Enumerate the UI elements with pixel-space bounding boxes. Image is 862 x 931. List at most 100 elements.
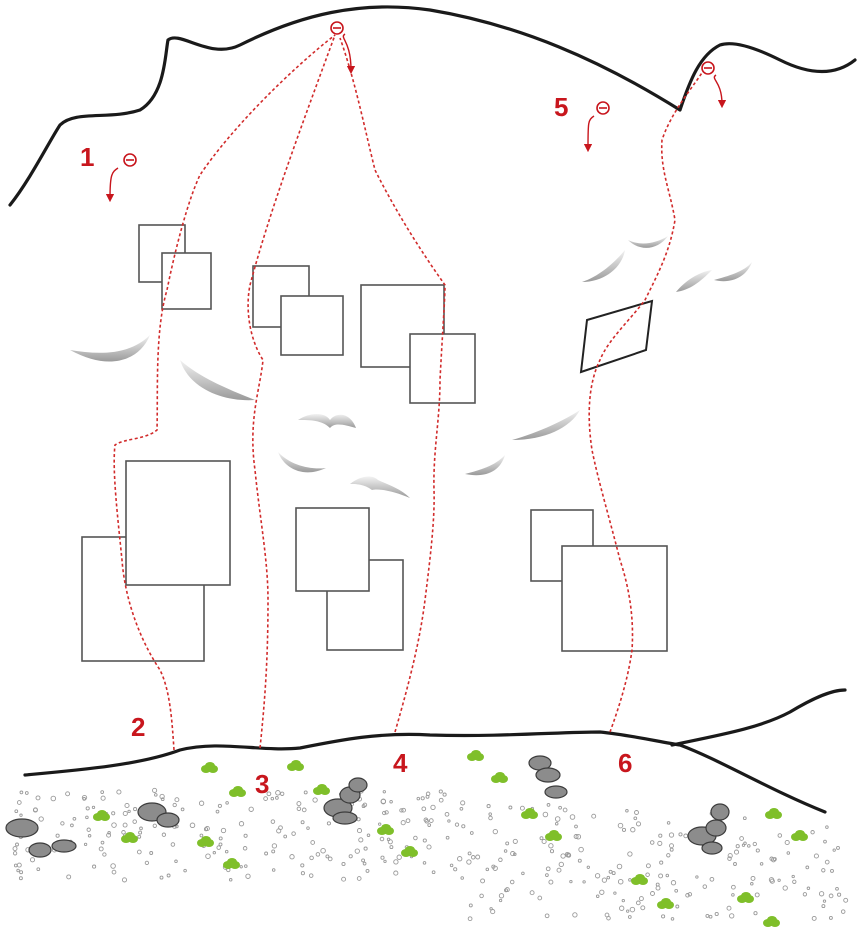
gravel-dot [619,905,625,911]
gravel-dot [60,821,65,826]
gravel-dot [770,857,777,863]
gravel-dot [438,789,443,794]
gravel-dot [243,833,248,838]
gravel-dot [606,875,611,880]
ledge [676,270,712,292]
gravel-dot [658,873,664,879]
gravel-dot [401,807,406,813]
shrub-icon [467,750,484,761]
gravel-dot [777,833,783,838]
route-number-2: 2 [131,712,145,742]
ground-branch-outline [670,688,847,747]
gravel-dot [508,805,513,810]
gravel-dot [102,852,107,857]
gravel-dot [657,840,663,846]
gravel-dot [750,882,754,886]
gravel-dot [183,868,187,873]
gravel-dot [283,834,288,839]
gravel-dot [303,790,308,795]
gravel-dot [546,803,551,807]
gravel-dot [124,802,130,809]
gravel-dot [498,893,505,899]
gravel-dot [203,827,209,832]
gravel-dot [823,839,827,844]
gravel-dot [726,905,732,911]
gravel-dot [824,859,830,865]
gravel-dot [669,847,674,852]
gravel-dot [110,863,116,869]
gravel-dot [645,863,651,869]
gravel-dot [617,878,624,885]
gravel-dot [389,845,394,850]
gravel-dot [727,856,732,861]
gravel-dot [655,882,660,887]
gravel-dot [133,807,138,812]
gravel-dot [218,836,223,841]
gravel-dot [245,873,251,879]
gravel-dot [621,898,625,903]
route-number-4: 4 [393,748,408,778]
gravel-dot [383,859,387,864]
gravel-dot [825,825,829,829]
gravel-dot [379,836,385,842]
gravel-dot [635,900,641,906]
ledge [278,452,326,473]
gravel-dot [554,816,561,822]
gravel-dot [14,809,19,814]
gravel-dot [558,861,564,868]
route-number-3: 3 [255,769,269,799]
gravel-dot [127,809,131,814]
gravel-dot [55,833,60,838]
gravel-dot [714,911,719,917]
gravel-dot [270,819,276,824]
gravel-dot [399,808,404,813]
gravel-dot [731,893,735,897]
rappel-anchor-icon [330,21,356,75]
gravel-dot [743,841,747,846]
gravel-dot [308,873,314,878]
route-number-5: 5 [554,92,568,122]
gravel-dot [442,792,447,797]
gravel-dot [174,797,180,803]
shrub-icon [229,786,246,797]
gravel-dot [560,853,566,859]
shrub-icon [201,762,218,773]
gravel-dot [490,909,496,915]
gravel-dot [695,875,699,879]
route-numbers: 1 2 3 4 5 6 [80,92,632,799]
slab [125,460,231,586]
gravel-dot [608,869,613,874]
gravel-dot [733,862,737,866]
gravel-dot [669,843,674,849]
rock-icon [535,767,561,783]
gravel-dot [586,865,590,869]
gravel-dot [628,878,632,882]
ledge [350,476,410,498]
shrubs [93,750,808,927]
gravel-dot [488,815,493,821]
gravel-dot [92,864,97,869]
rock-icon [544,785,568,799]
gravel-dot [729,913,735,919]
gravel-dot [83,842,88,847]
gravel-dot [627,851,633,857]
gravel-dot [86,827,91,832]
gravel-dot [16,800,22,805]
gravel-dot [666,853,671,858]
gravel-dot [445,835,450,840]
gravel-dot [504,888,508,893]
gravel-dot [15,842,19,847]
gravel-dot [271,849,276,854]
gravel-dot [630,827,636,833]
routes [113,34,706,751]
gravel-dot [215,809,220,814]
gravel-dot [35,795,41,801]
gravel-dot [828,893,834,899]
gravel-dot [668,832,675,838]
gravel-dot [106,832,112,838]
gravel-dot [296,806,302,812]
gravel-dot [198,800,205,806]
gravel-dot [154,793,158,797]
gravel-dot [821,904,826,909]
gravel-dot [635,821,642,827]
